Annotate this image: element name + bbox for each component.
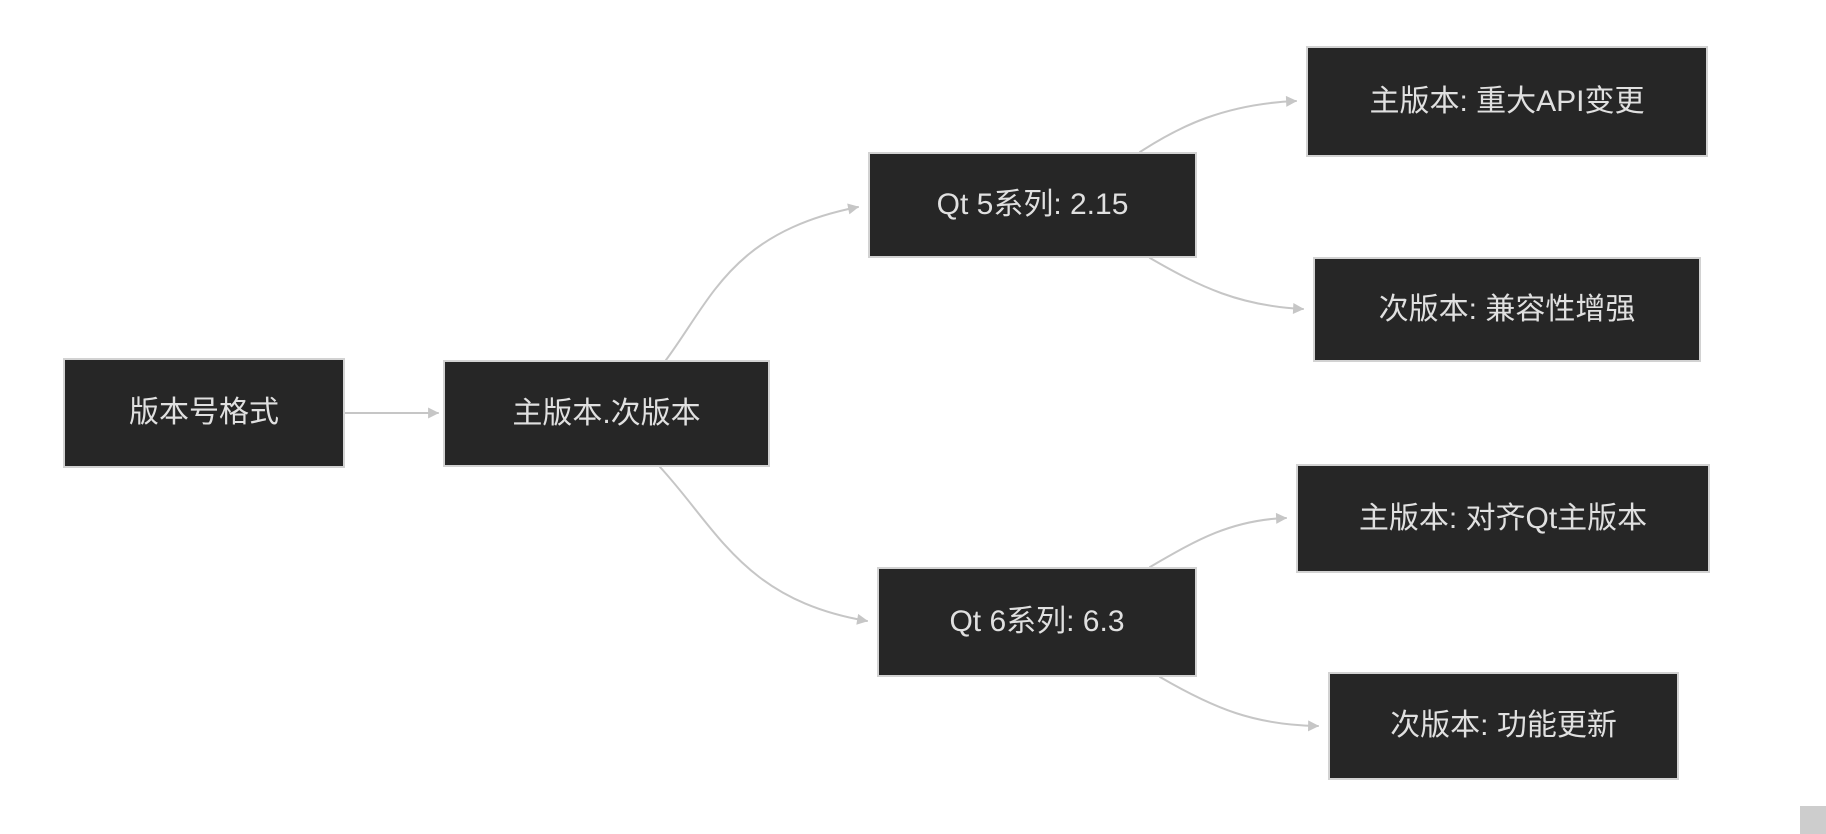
canvas-corner-grip: [1800, 806, 1826, 834]
node-qt5-major-label: 主版本: 重大API变更: [1369, 84, 1645, 118]
node-qt5-major: 主版本: 重大API变更: [1306, 46, 1708, 157]
node-major-dot-minor-label: 主版本.次版本: [512, 396, 701, 430]
node-qt5-series-label: Qt 5系列: 2.15: [936, 188, 1129, 221]
node-version-format-label: 版本号格式: [129, 396, 279, 429]
edge-qt5-minor: [1149, 257, 1305, 315]
node-version-format: 版本号格式: [63, 358, 345, 468]
node-qt5-minor: 次版本: 兼容性增强: [1313, 257, 1701, 362]
node-major-dot-minor: 主版本.次版本: [443, 360, 770, 467]
node-qt6-minor: 次版本: 功能更新: [1328, 672, 1679, 780]
edge-format-qt5: [665, 203, 860, 361]
edge-qt5-major: [1139, 95, 1298, 153]
node-qt6-major-label: 主版本: 对齐Qt主版本: [1358, 501, 1648, 535]
node-qt6-series: Qt 6系列: 6.3: [877, 567, 1197, 677]
node-qt6-series-label: Qt 6系列: 6.3: [949, 605, 1125, 638]
node-qt5-series: Qt 5系列: 2.15: [868, 152, 1197, 258]
node-qt6-minor-label: 次版本: 功能更新: [1390, 709, 1617, 742]
node-qt5-minor-label: 次版本: 兼容性增强: [1378, 292, 1636, 326]
node-qt6-major: 主版本: 对齐Qt主版本: [1296, 464, 1710, 573]
edge-qt6-major: [1149, 512, 1288, 568]
edge-qt6-minor: [1159, 676, 1320, 732]
edge-format-qt6: [659, 466, 869, 625]
